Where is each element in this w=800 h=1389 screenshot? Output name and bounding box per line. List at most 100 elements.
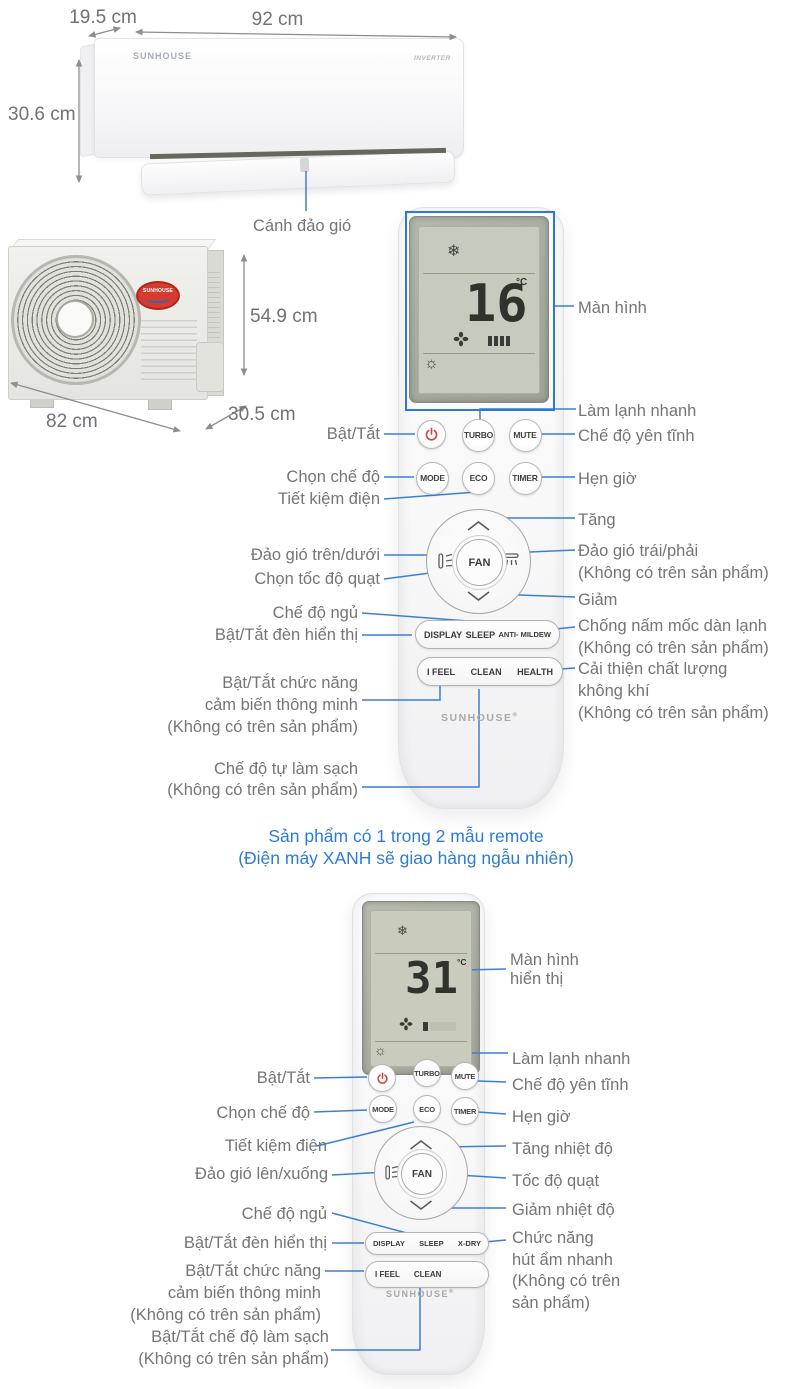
remote1-lcd-screen: ❄ 16 °C ☼ bbox=[418, 226, 540, 394]
dim-outdoor-depth: 30.5 cm bbox=[228, 404, 296, 425]
callout-turbo-r1: Làm lạnh nhanh bbox=[578, 402, 697, 420]
callout-eco-r1: Tiết kiệm điện bbox=[277, 490, 380, 508]
timer-button[interactable]: TIMER bbox=[508, 461, 542, 495]
callout-fanspeed-r1: Chọn tốc độ quạt bbox=[254, 570, 380, 588]
up-chevron-icon[interactable] bbox=[410, 1140, 432, 1150]
power-button[interactable] bbox=[368, 1064, 396, 1092]
lcd-temp-unit: °C bbox=[516, 277, 528, 288]
remote1-display-highlight-box bbox=[405, 211, 555, 411]
fan-button[interactable]: FAN bbox=[401, 1153, 443, 1195]
clean-button[interactable]: CLEAN bbox=[413, 1270, 442, 1279]
down-chevron-icon[interactable] bbox=[410, 1200, 432, 1210]
callout-ifeel-r1: Bật/Tắt chức năng cảm biến thông minh (K… bbox=[167, 674, 358, 736]
callout-display-r1: Bật/Tắt đèn hiển thị bbox=[214, 626, 358, 644]
outdoor-front-vents bbox=[141, 315, 197, 383]
xdry-button[interactable]: X-DRY bbox=[457, 1239, 481, 1248]
callout-up-r2: Tăng nhiệt độ bbox=[512, 1140, 613, 1158]
ifeel-button[interactable]: I FEEL bbox=[375, 1270, 400, 1279]
power-button[interactable] bbox=[416, 419, 446, 449]
outdoor-foot-right bbox=[148, 399, 172, 410]
remote2-nav-pad[interactable]: FAN bbox=[374, 1126, 468, 1220]
callout-display-r2: Bật/Tắt đèn hiển thị bbox=[183, 1234, 327, 1252]
mute-button[interactable]: MUTE bbox=[508, 418, 542, 452]
light-icon: ☼ bbox=[424, 355, 439, 372]
dim-indoor-height: 30.6 cm bbox=[8, 104, 76, 125]
fan-speed-bars bbox=[488, 336, 510, 346]
eco-button[interactable]: ECO bbox=[462, 461, 495, 495]
anti-mildew-button[interactable]: ANTI- MILDEW bbox=[498, 629, 551, 639]
note-line-1: Sản phẩm có 1 trong 2 mẫu remote bbox=[268, 826, 544, 846]
callout-sleep-r1: Chế độ ngủ bbox=[272, 604, 358, 622]
arrow-width-indoor bbox=[135, 28, 457, 41]
callout-up-r1: Tăng bbox=[578, 511, 616, 529]
clean-button[interactable]: CLEAN bbox=[470, 666, 502, 677]
turbo-button[interactable]: TURBO bbox=[413, 1059, 441, 1087]
fan-speed-bars bbox=[423, 1022, 428, 1031]
callout-swing-flap: Cánh đảo gió bbox=[253, 217, 352, 235]
lcd-temperature: 31 bbox=[405, 953, 458, 1004]
callout-down-r2: Giảm nhiệt độ bbox=[512, 1201, 615, 1219]
outdoor-brand-text: SUNHOUSE bbox=[143, 287, 173, 294]
mode-button[interactable]: MODE bbox=[369, 1095, 397, 1123]
health-button[interactable]: HEALTH bbox=[517, 666, 553, 677]
snowflake-icon: ❄ bbox=[447, 243, 461, 260]
remote1-function-pill-2: I FEEL CLEAN HEALTH bbox=[417, 657, 563, 686]
remote-variant-note: Sản phẩm có 1 trong 2 mẫu remote (Điện m… bbox=[100, 826, 712, 869]
down-chevron-icon[interactable] bbox=[467, 591, 490, 602]
arrow-depth-indoor bbox=[88, 26, 121, 38]
flap-hinge bbox=[299, 157, 310, 173]
callout-mode-r1: Chọn chế độ bbox=[286, 468, 380, 486]
remote2-function-pill-2: I FEEL CLEAN bbox=[365, 1261, 489, 1288]
callout-timer-r1: Hẹn giờ bbox=[578, 470, 637, 488]
turbo-button[interactable]: TURBO bbox=[462, 418, 495, 452]
dim-indoor-depth: 19.5 cm bbox=[69, 7, 137, 28]
callout-xdry-r2: Chức năng hút ẩm nhanh (Không có trên sả… bbox=[512, 1229, 621, 1312]
callout-health-r1: Cải thiện chất lượng không khí (Không có… bbox=[578, 660, 769, 722]
display-button[interactable]: DISPLAY bbox=[373, 1239, 405, 1248]
remote1-nav-pad[interactable]: FAN bbox=[426, 509, 531, 614]
callout-timer-r2: Hẹn giờ bbox=[512, 1108, 571, 1126]
sleep-button[interactable]: SLEEP bbox=[419, 1239, 444, 1248]
mute-button[interactable]: MUTE bbox=[451, 1062, 479, 1090]
up-chevron-icon[interactable] bbox=[467, 520, 490, 531]
horizontal-swing-icon[interactable] bbox=[504, 553, 519, 566]
lcd-temp-unit: °C bbox=[457, 957, 467, 967]
dim-outdoor-height: 54.9 cm bbox=[250, 306, 318, 327]
callout-mute-r1: Chế độ yên tĩnh bbox=[578, 427, 695, 445]
snowflake-icon: ❄ bbox=[397, 923, 408, 938]
callout-clean-r1: Chế độ tự làm sạch (Không có trên sản ph… bbox=[167, 760, 358, 799]
fan-button[interactable]: FAN bbox=[456, 539, 503, 586]
callout-turbo-r2: Làm lạnh nhanh bbox=[512, 1050, 631, 1068]
sleep-button[interactable]: SLEEP bbox=[465, 629, 496, 640]
inverter-badge: INVERTER bbox=[414, 55, 451, 62]
remote1-function-pill-1: DISPLAY SLEEP ANTI- MILDEW bbox=[415, 620, 560, 649]
mode-button[interactable]: MODE bbox=[416, 461, 449, 495]
note-line-2: (Điện máy XANH sẽ giao hàng ngẫu nhiên) bbox=[238, 847, 574, 868]
callout-sleep-r2: Chế độ ngủ bbox=[241, 1205, 327, 1223]
power-icon bbox=[425, 427, 437, 441]
ifeel-button[interactable]: I FEEL bbox=[427, 666, 456, 677]
vertical-swing-icon[interactable] bbox=[385, 1165, 399, 1180]
dim-indoor-width: 92 cm bbox=[251, 9, 304, 30]
callout-clean-r2: Bật/Tắt chế độ làm sạch (Không có trên s… bbox=[138, 1328, 329, 1368]
lcd-divider bbox=[423, 273, 535, 274]
callout-mode-r2: Chọn chế độ bbox=[216, 1104, 310, 1122]
remote2-brand: SUNHOUSE® bbox=[386, 1289, 454, 1299]
remote2-lcd-screen: ❄ 31 °C ☼ bbox=[370, 910, 472, 1067]
eco-button[interactable]: ECO bbox=[413, 1095, 441, 1123]
display-button[interactable]: DISPLAY bbox=[424, 629, 463, 640]
vertical-swing-icon[interactable] bbox=[438, 553, 453, 569]
fan-icon bbox=[399, 1017, 413, 1031]
callout-ifeel-r2: Bật/Tắt chức năng cảm biến thông minh (K… bbox=[130, 1262, 321, 1324]
dim-outdoor-width: 82 cm bbox=[46, 411, 98, 432]
lcd-divider bbox=[423, 353, 535, 354]
light-icon: ☼ bbox=[374, 1042, 387, 1058]
fan-speed-bar-track bbox=[430, 1022, 456, 1031]
callout-mute-r2: Chế độ yên tĩnh bbox=[512, 1076, 629, 1094]
power-icon bbox=[376, 1072, 388, 1084]
callout-antimildew-r1: Chống nấm mốc dàn lạnh (Không có trên sả… bbox=[578, 617, 769, 657]
timer-button[interactable]: TIMER bbox=[451, 1097, 479, 1125]
callout-vswing-r2: Đảo gió lên/xuống bbox=[194, 1165, 328, 1183]
callout-hswing-r1: Đảo gió trái/phải (Không có trên sản phẩ… bbox=[578, 542, 769, 582]
